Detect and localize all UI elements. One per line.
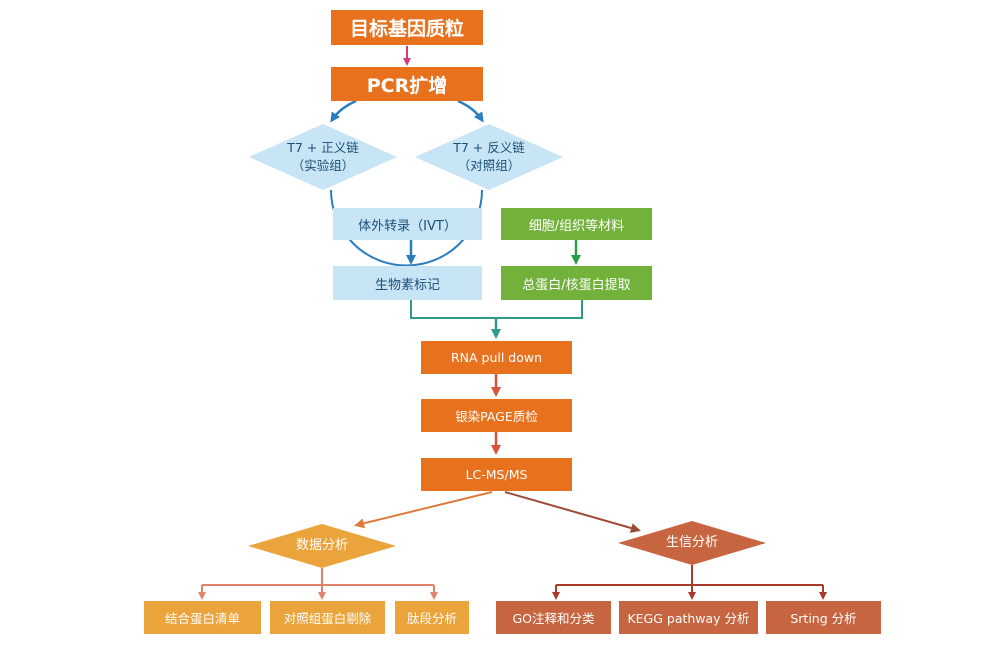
- arrow-pcr-antisense: [457, 99, 484, 123]
- diamond-sense: [249, 124, 397, 190]
- node-t7-antisense-line2: （对照组）: [457, 158, 521, 173]
- node-bioinfo: 生信分析: [618, 533, 766, 553]
- node-lcms-label: LC-MS/MS: [465, 467, 528, 482]
- node-cell-tissue: 细胞/组织等材料: [501, 208, 652, 240]
- node-target-plasmid: 目标基因质粒: [331, 10, 483, 45]
- arrow-lcms-bioinfo: [504, 491, 641, 533]
- node-data-analysis-label: 数据分析: [295, 538, 348, 553]
- leaf-go-label: GO注释和分类: [512, 611, 595, 626]
- arrow-pcr-sense: [330, 99, 357, 123]
- leaf-control-removal-label: 对照组蛋白剔除: [283, 611, 372, 626]
- arrow-lcms-data: [354, 491, 493, 529]
- node-total-protein-label: 总蛋白/核蛋白提取: [522, 277, 631, 293]
- node-bioinfo-label: 生信分析: [665, 535, 718, 550]
- node-data-analysis: 数据分析: [248, 536, 396, 556]
- node-ivt-label: 体外转录（IVT）: [358, 218, 457, 234]
- node-biotin-label: 生物素标记: [374, 277, 440, 293]
- node-pcr: PCR扩增: [331, 67, 483, 101]
- node-rna-pulldown: RNA pull down: [421, 341, 572, 374]
- merge-bracket: [410, 300, 583, 319]
- node-pcr-label: PCR扩增: [366, 74, 448, 97]
- node-rna-pulldown-label: RNA pull down: [450, 350, 543, 365]
- node-lcms: LC-MS/MS: [421, 458, 572, 491]
- leaf-binding-list-label: 结合蛋白清单: [164, 611, 240, 626]
- leaf-binding-list: 结合蛋白清单: [144, 601, 261, 634]
- node-silver-page: 银染PAGE质检: [421, 399, 572, 432]
- leaf-peptide: 肽段分析: [395, 601, 469, 634]
- diamond-bioinfo: [618, 521, 766, 565]
- leaf-kegg-label: KEGG pathway 分析: [627, 611, 750, 626]
- diamond-antisense: [415, 124, 563, 190]
- node-cell-tissue-label: 细胞/组织等材料: [528, 218, 625, 234]
- leaf-go: GO注释和分类: [496, 601, 611, 634]
- leaf-string: Srting 分析: [766, 601, 881, 634]
- leaf-kegg: KEGG pathway 分析: [619, 601, 758, 634]
- node-target-plasmid-label: 目标基因质粒: [349, 18, 464, 40]
- node-biotin: 生物素标记: [333, 266, 482, 300]
- node-ivt: 体外转录（IVT）: [333, 208, 482, 240]
- leaf-string-label: Srting 分析: [790, 611, 857, 626]
- node-t7-antisense: T7 + 反义链 （对照组）: [415, 137, 563, 177]
- node-total-protein: 总蛋白/核蛋白提取: [501, 266, 652, 300]
- node-t7-antisense-line1: T7 + 反义链: [453, 140, 525, 155]
- leaf-peptide-label: 肽段分析: [406, 611, 457, 626]
- node-t7-sense: T7 + 正义链 （实验组）: [249, 137, 397, 177]
- node-t7-sense-line2: （实验组）: [291, 158, 355, 173]
- leaf-control-removal: 对照组蛋白剔除: [270, 601, 385, 634]
- node-t7-sense-line1: T7 + 正义链: [287, 140, 359, 155]
- diamond-data-analysis: [248, 524, 396, 568]
- node-silver-page-label: 银染PAGE质检: [455, 409, 538, 424]
